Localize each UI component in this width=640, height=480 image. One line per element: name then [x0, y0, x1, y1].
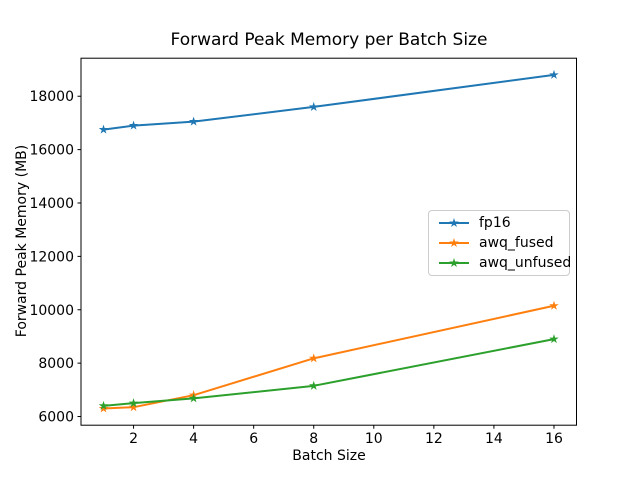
chart-title: Forward Peak Memory per Batch Size [170, 30, 488, 50]
legend-label: fp16 [479, 215, 511, 231]
svg-text:8: 8 [309, 431, 318, 447]
legend-label: awq_fused [479, 235, 554, 251]
svg-text:6000: 6000 [38, 410, 74, 426]
legend-item: awq_fused [438, 233, 565, 253]
svg-text:14000: 14000 [29, 196, 74, 212]
y-axis-label: Forward Peak Memory (MB) [14, 144, 30, 338]
legend-swatch-awq-fused [439, 238, 469, 248]
legend-item: fp16 [438, 213, 565, 233]
legend-swatch-awq-unfused [439, 258, 469, 268]
svg-text:10: 10 [365, 431, 383, 447]
x-axis-label: Batch Size [292, 448, 366, 464]
svg-text:14: 14 [485, 431, 503, 447]
svg-text:12: 12 [425, 431, 443, 447]
svg-text:2: 2 [129, 431, 138, 447]
svg-text:6: 6 [249, 431, 258, 447]
svg-text:16000: 16000 [29, 143, 74, 159]
svg-text:4: 4 [189, 431, 198, 447]
svg-text:12000: 12000 [29, 249, 74, 265]
svg-text:16: 16 [545, 431, 563, 447]
legend-swatch-fp16 [439, 218, 469, 228]
legend-label: awq_unfused [479, 255, 572, 271]
svg-text:10000: 10000 [29, 303, 74, 319]
svg-text:18000: 18000 [29, 89, 74, 105]
legend-item: awq_unfused [438, 253, 571, 273]
svg-text:8000: 8000 [38, 356, 74, 372]
legend: fp16 awq_fused awq_unfused [428, 210, 571, 276]
